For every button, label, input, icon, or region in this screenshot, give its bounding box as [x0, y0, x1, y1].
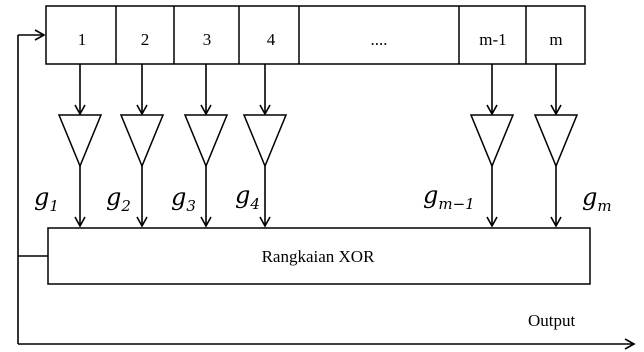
register-cell-3: 3: [203, 30, 212, 49]
xor-block-label: Rangkaian XOR: [262, 247, 376, 266]
register-cell-4: 4: [267, 30, 276, 49]
gain-label-3: g3: [171, 183, 196, 215]
register-outline: [45, 5, 586, 65]
gain-label-4: g4: [235, 181, 260, 213]
gain-triangle-m: [533, 114, 579, 168]
register-cell-ellipsis: ....: [371, 30, 388, 49]
tap-arrows: [74, 64, 562, 116]
gain-triangle-m-minus-1: [469, 114, 515, 168]
feedback-path: [17, 29, 636, 350]
register-cell-1: 1: [78, 30, 87, 49]
gain-label-1: g1: [34, 183, 59, 215]
register-cell-m-minus-1: m-1: [479, 30, 506, 49]
register-cell-2: 2: [141, 30, 150, 49]
gain-triangles: [57, 114, 579, 168]
register-cell-m: m: [549, 30, 562, 49]
gain-label-2: g2: [106, 183, 131, 215]
xor-block: Rangkaian XOR: [47, 227, 591, 285]
output-label: Output: [528, 311, 576, 330]
shift-register: 1 2 3 4 .... m-1 m: [45, 5, 586, 65]
gain-labels: g1 g2 g3 g4 gm−1 gm: [34, 181, 612, 215]
gain-label-m: gm: [582, 183, 612, 215]
gain-triangle-4: [242, 114, 288, 168]
xor-input-arrows: [74, 166, 562, 228]
gain-triangle-3: [183, 114, 229, 168]
gain-triangle-1: [57, 114, 103, 168]
gain-triangle-2: [119, 114, 165, 168]
gain-label-m-minus-1: gm−1: [423, 181, 475, 213]
